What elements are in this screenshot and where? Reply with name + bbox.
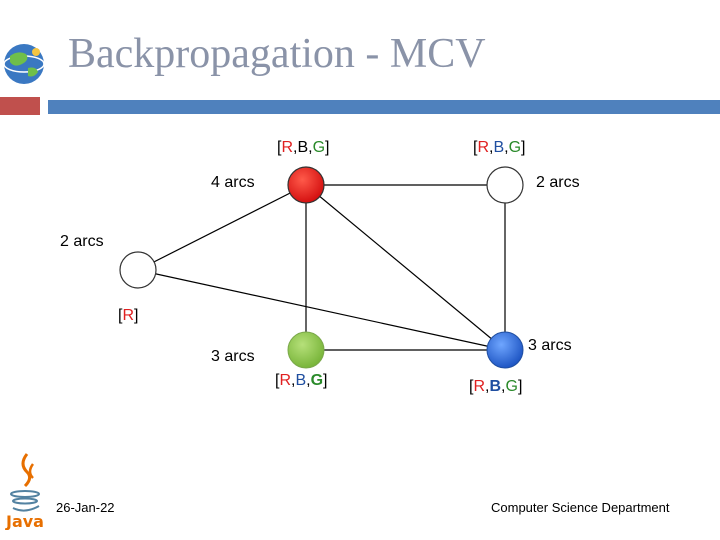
- domain-label-bottom-left: [R,B,G]: [275, 372, 328, 389]
- footer-department: Computer Science Department: [491, 500, 670, 515]
- java-logo-icon: Java: [5, 450, 47, 531]
- arcs-label-top-right: 2 arcs: [536, 174, 580, 191]
- slide-title: Backpropagation - MCV: [68, 31, 486, 77]
- svg-text:Java: Java: [5, 512, 44, 530]
- node-bottom-left: [287, 331, 325, 369]
- domain-label-top-right: [R,B,G]: [473, 139, 526, 156]
- title-accent-bar: [48, 100, 720, 114]
- node-left: [119, 251, 157, 289]
- domain-label-bottom-right: [R,B,G]: [469, 378, 523, 395]
- edge: [137, 269, 506, 351]
- domain-label-left: [R]: [118, 307, 139, 324]
- title-accent-bar-left: [0, 97, 40, 115]
- node-top-left: [287, 166, 325, 204]
- arcs-label-bottom-right: 3 arcs: [528, 337, 572, 354]
- node-top-right: [486, 166, 524, 204]
- arcs-label-top-left: 4 arcs: [211, 174, 255, 191]
- edge: [137, 184, 307, 271]
- globe-logo-icon: [0, 40, 48, 88]
- domain-label-top-left: [R,B,G]: [277, 139, 330, 156]
- footer-date: 26-Jan-22: [56, 500, 115, 515]
- arcs-label-left: 2 arcs: [60, 233, 104, 250]
- arcs-label-bottom-left: 3 arcs: [211, 348, 255, 365]
- node-bottom-right: [486, 331, 524, 369]
- edge: [305, 184, 506, 351]
